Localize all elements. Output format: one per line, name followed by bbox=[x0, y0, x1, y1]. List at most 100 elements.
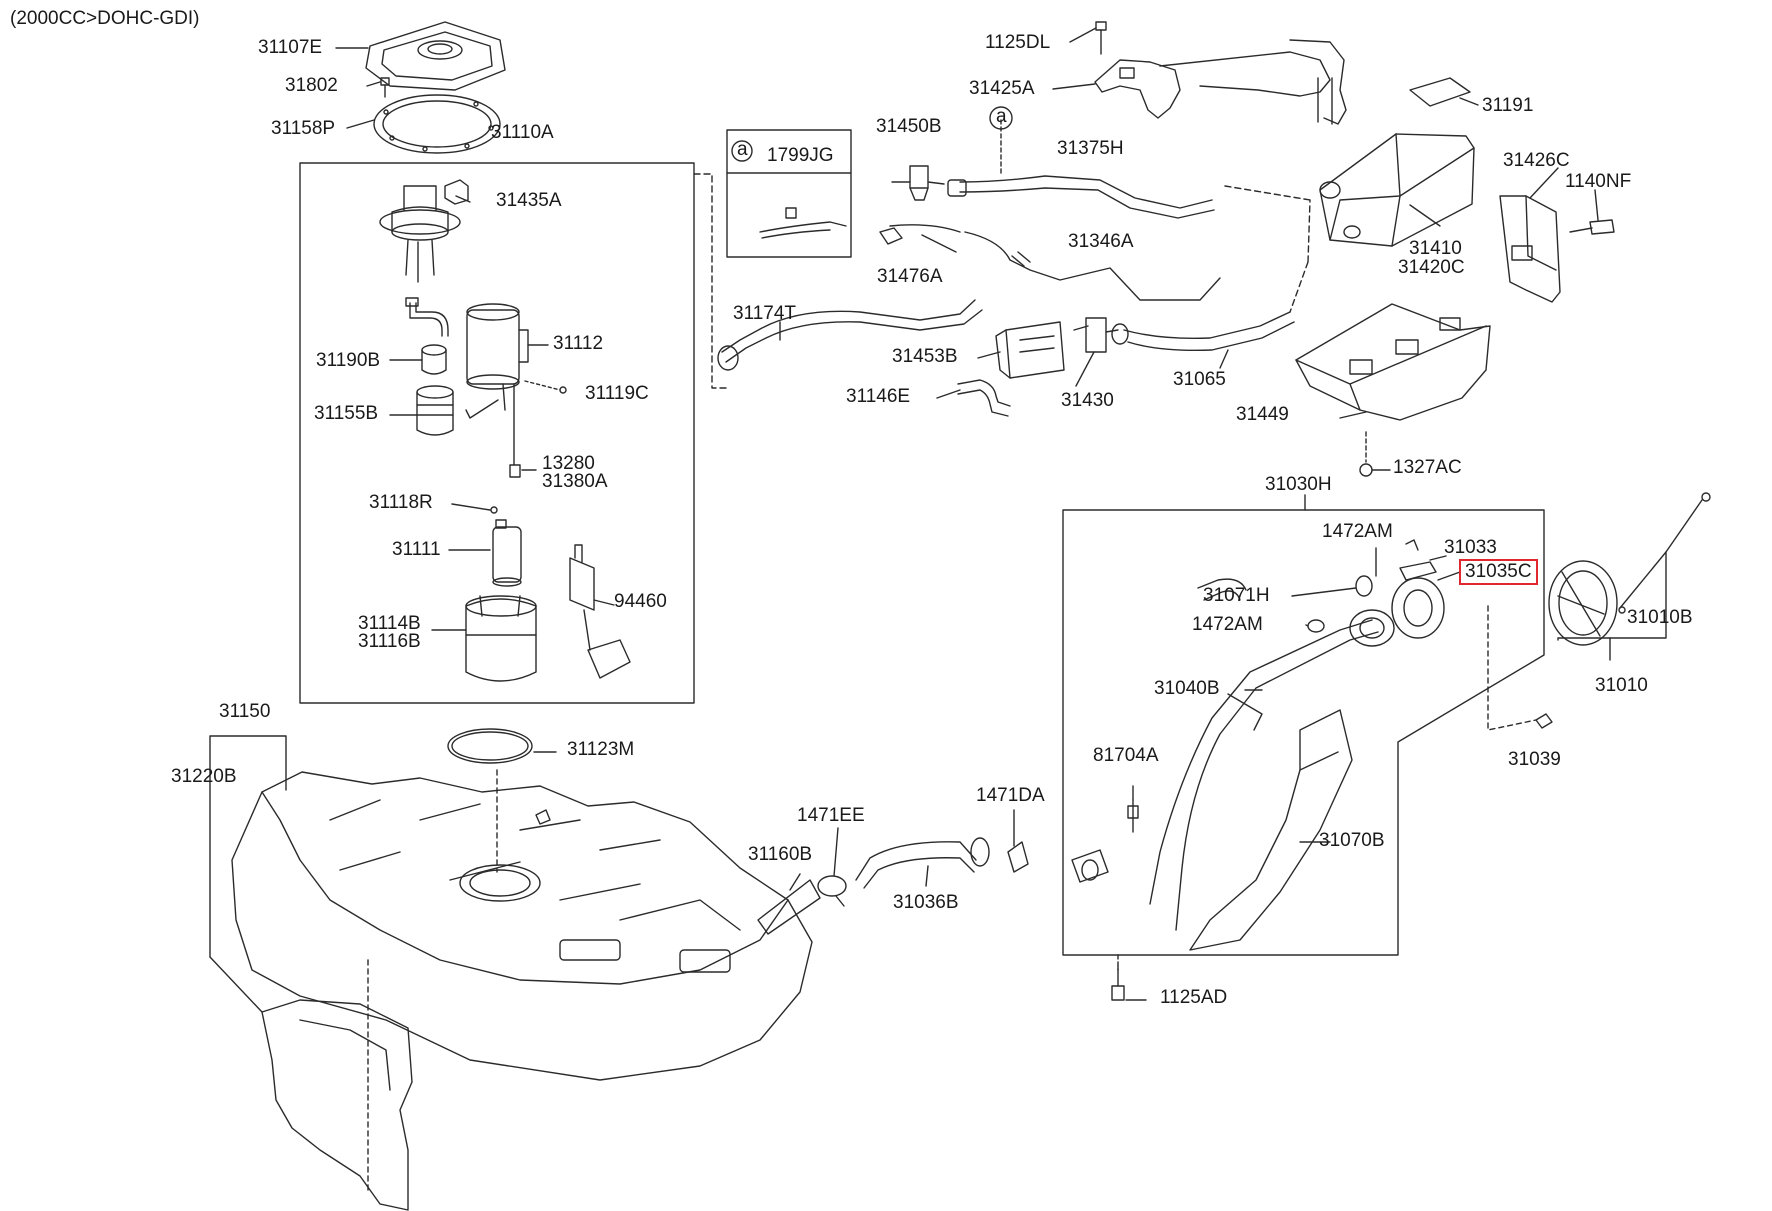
label-31435A[interactable]: 31435A bbox=[496, 190, 562, 211]
label-31065[interactable]: 31065 bbox=[1173, 369, 1226, 390]
oring-31123M bbox=[447, 728, 533, 764]
label-31380A[interactable]: 31380A bbox=[542, 471, 608, 492]
connector-1471DA bbox=[1007, 841, 1109, 883]
gasket-31158P bbox=[373, 94, 501, 154]
label-31146E[interactable]: 31146E bbox=[846, 386, 911, 407]
dashed-leader-top bbox=[693, 173, 729, 389]
shield-31449 bbox=[1295, 303, 1491, 421]
label-31220B[interactable]: 31220B bbox=[171, 766, 237, 787]
label-31375H[interactable]: 31375H bbox=[1057, 138, 1124, 159]
label-31112[interactable]: 31112 bbox=[553, 333, 604, 354]
label-31010[interactable]: 31010 bbox=[1595, 675, 1648, 696]
label-31035C-highlighted[interactable]: 31035C bbox=[1459, 559, 1538, 585]
valve-31453B bbox=[995, 321, 1065, 379]
screw-1140NF bbox=[1569, 219, 1615, 235]
bracket-31425A bbox=[1094, 51, 1331, 119]
label-1125AD[interactable]: 1125AD bbox=[1160, 987, 1228, 1008]
label-31449[interactable]: 31449 bbox=[1236, 404, 1289, 425]
nut-1327AC bbox=[1359, 431, 1373, 477]
label-31070B[interactable]: 31070B bbox=[1319, 830, 1385, 851]
label-31453B[interactable]: 31453B bbox=[892, 346, 958, 367]
hose-31036B bbox=[855, 837, 990, 889]
fuel-tank-31150 bbox=[231, 771, 813, 1081]
label-31039[interactable]: 31039 bbox=[1508, 749, 1561, 770]
label-31420C[interactable]: 31420C bbox=[1398, 257, 1465, 278]
shield-31070B bbox=[1189, 709, 1353, 951]
housing-31035C bbox=[1391, 577, 1445, 639]
label-31450B[interactable]: 31450B bbox=[876, 116, 942, 137]
label-31116B[interactable]: 31116B bbox=[358, 631, 421, 652]
label-13280[interactable]: 13280 bbox=[542, 453, 595, 474]
label-31346A[interactable]: 31346A bbox=[1068, 231, 1134, 252]
pump-cover-31107E bbox=[365, 21, 506, 91]
pressure-reg-31190B bbox=[421, 344, 447, 375]
label-31410[interactable]: 31410 bbox=[1409, 238, 1462, 259]
label-31030H[interactable]: 31030H bbox=[1265, 474, 1332, 495]
label-31430[interactable]: 31430 bbox=[1061, 390, 1114, 411]
label-31010B[interactable]: 31010B bbox=[1627, 607, 1693, 628]
label-94460[interactable]: 94460 bbox=[614, 591, 667, 612]
valve-31450B bbox=[891, 165, 945, 201]
line-31174T bbox=[717, 299, 983, 371]
small-part-31119C bbox=[524, 380, 567, 394]
label-31190B[interactable]: 31190B bbox=[316, 350, 381, 371]
label-31174T[interactable]: 31174T bbox=[733, 303, 797, 324]
label-1471EE[interactable]: 1471EE bbox=[797, 805, 865, 826]
callout-circle bbox=[731, 140, 753, 162]
callout-part-1799JG bbox=[759, 207, 847, 239]
hose-31190B bbox=[405, 297, 449, 337]
label-31040B[interactable]: 31040B bbox=[1154, 678, 1220, 699]
label-1472AM-bottom[interactable]: 1472AM bbox=[1192, 614, 1263, 635]
pad-31191 bbox=[1409, 77, 1471, 107]
callout-box bbox=[726, 129, 852, 258]
label-31155B[interactable]: 31155B bbox=[314, 403, 379, 424]
callout-letter: a bbox=[737, 139, 748, 160]
tether-31010B bbox=[1618, 492, 1711, 614]
label-31118R[interactable]: 31118R bbox=[369, 492, 433, 513]
bracket-31426C bbox=[1499, 195, 1561, 303]
label-31150[interactable]: 31150 bbox=[219, 701, 271, 722]
clip-31033 bbox=[1399, 539, 1437, 581]
bolt-1125DL bbox=[1095, 21, 1107, 55]
label-31111[interactable]: 31111 bbox=[392, 539, 441, 560]
leader-31150 bbox=[209, 735, 287, 958]
cap-31010 bbox=[1548, 560, 1618, 646]
reservoir-31114B bbox=[465, 595, 537, 682]
label-1140NF[interactable]: 1140NF bbox=[1565, 171, 1632, 192]
label-31114B[interactable]: 31114B bbox=[358, 613, 421, 634]
label-31802[interactable]: 31802 bbox=[285, 75, 338, 96]
oring-31118R bbox=[490, 506, 498, 514]
label-leaders bbox=[335, 27, 1667, 1001]
hose-31065 bbox=[1111, 311, 1295, 352]
screw-31802 bbox=[380, 77, 390, 98]
label-1471DA[interactable]: 1471DA bbox=[976, 785, 1045, 806]
label-31160B[interactable]: 31160B bbox=[748, 844, 813, 865]
label-31107E[interactable]: 31107E bbox=[258, 37, 323, 58]
filler-neck-31040B bbox=[1149, 609, 1395, 931]
label-31110A[interactable]: 31110A bbox=[491, 122, 554, 143]
label-31123M[interactable]: 31123M bbox=[567, 739, 635, 760]
bolt-1125AD bbox=[1111, 954, 1125, 1001]
label-31425A[interactable]: 31425A bbox=[969, 78, 1035, 99]
label-1472AM-top[interactable]: 1472AM bbox=[1322, 521, 1393, 542]
label-31426C[interactable]: 31426C bbox=[1503, 150, 1570, 171]
pump-flange-31110A bbox=[379, 179, 469, 283]
fuel-filter-31112 bbox=[465, 303, 529, 419]
strainer-31155B bbox=[416, 385, 454, 436]
heat-shield-31220B bbox=[261, 999, 413, 1211]
label-1327AC[interactable]: 1327AC bbox=[1393, 457, 1462, 478]
label-31036B[interactable]: 31036B bbox=[893, 892, 959, 913]
label-31071H[interactable]: 31071H bbox=[1203, 585, 1270, 606]
bracket-right-31425A bbox=[1289, 39, 1347, 125]
label-31476A[interactable]: 31476A bbox=[877, 266, 943, 287]
label-31158P[interactable]: 31158P bbox=[271, 118, 336, 139]
label-31191[interactable]: 31191 bbox=[1482, 95, 1534, 116]
label-1125DL[interactable]: 1125DL bbox=[985, 32, 1051, 53]
callout-part-label[interactable]: 1799JG bbox=[767, 145, 834, 166]
pipe-31160B bbox=[757, 879, 821, 935]
label-31119C[interactable]: 31119C bbox=[585, 383, 649, 404]
label-31033[interactable]: 31033 bbox=[1444, 537, 1497, 558]
label-81704A[interactable]: 81704A bbox=[1093, 745, 1159, 766]
clamp-1472AM-b bbox=[1307, 619, 1325, 633]
